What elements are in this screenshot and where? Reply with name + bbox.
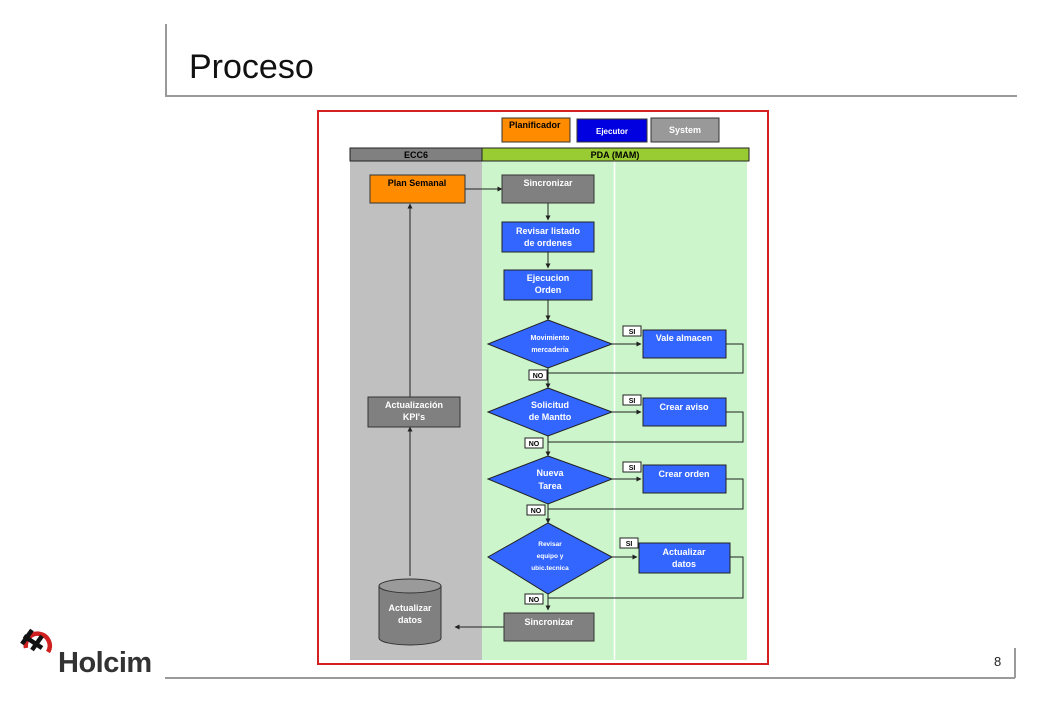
lane-header-pda-label: PDA (MAM) [591,150,640,160]
yes-tag-3-label: SI [629,465,636,472]
update-kpi-box [367,396,461,428]
decision-check-equipment-label-3: ubic.tecnica [531,565,569,572]
decision-check-equipment-label-1: Revisar [538,541,562,548]
holcim-logo-icon [20,628,52,654]
update-data-label-1: Actualizar [662,547,706,557]
no-tag-4-label: NO [529,597,540,604]
execute-order-box [503,269,593,301]
yes-tag-2 [622,394,642,406]
decision-maintenance-request [486,387,614,437]
decision-check-equipment [487,522,614,595]
crear-orden-label: Crear orden [658,469,709,479]
crear-orden-box [642,464,727,494]
decision-goods-movement-label-1: Movimiento [531,335,570,342]
legend-system [650,117,720,143]
update-data-label-2: datos [672,559,696,569]
update-data-box [638,542,731,574]
no-tag-2-label: NO [529,441,540,448]
legend-executor [576,118,648,143]
sync-top-box [501,174,595,204]
update-kpi-label-1: Actualización [385,400,443,410]
no-tag-4 [524,593,544,605]
database-cylinder [378,578,442,646]
review-orders-box [501,221,595,253]
execute-order-label-2: Orden [535,285,562,295]
sync-top-label: Sincronizar [523,178,573,188]
yes-tag-1-label: SI [629,329,636,336]
title-bar: Proceso [165,24,1017,97]
legend-executor-label: Ejecutor [596,127,628,136]
crear-aviso-box [642,397,727,427]
plan-semanal-label: Plan Semanal [388,178,447,188]
review-orders-label-2: de ordenes [524,238,572,248]
sync-bottom-label: Sincronizar [524,617,574,627]
flowchart-canvas: Planificador Ejecutor System ECC6 PDA (M… [349,117,750,660]
decision-new-task [486,455,614,505]
yes-tag-1 [622,325,642,337]
page-number: 8 [994,654,1002,669]
yes-tag-2-label: SI [629,398,636,405]
plan-semanal-box [369,174,466,204]
no-tag-3 [526,504,546,516]
decision-goods-movement [486,319,614,369]
database-label-2: datos [398,615,422,625]
legend-planner [501,117,571,143]
decision-maintenance-request-label-1: Solicitud [531,400,569,410]
process-diagram: Planificador Ejecutor System ECC6 PDA (M… [317,110,769,665]
footer-divider-vertical [1014,648,1016,678]
legend-planner-label: Planificador [509,120,561,130]
sync-bottom-box [503,612,595,642]
yes-tag-3 [622,461,642,473]
decision-maintenance-request-label-2: de Mantto [529,412,572,422]
no-tag-1 [528,369,548,381]
execute-order-label-1: Ejecucion [527,273,570,283]
legend-system-label: System [669,125,701,135]
decision-goods-movement-label-2: mercaderia [531,347,568,354]
yes-tag-4-label: SI [626,541,633,548]
decision-new-task-label-2: Tarea [538,481,562,491]
no-tag-1-label: NO [533,373,544,380]
decision-check-equipment-label-2: equipo y [537,553,564,560]
crear-aviso-label: Crear aviso [659,402,709,412]
title-divider-vertical [165,24,167,96]
no-tag-3-label: NO [531,508,542,515]
holcim-logo: Holcim [18,622,158,682]
lane-header-pda [481,147,750,162]
vale-almacen-label: Vale almacen [656,333,713,343]
update-kpi-label-2: KPI's [403,412,425,422]
footer-divider [165,677,1015,679]
lane-header-ecc6-label: ECC6 [404,150,428,160]
database-label-1: Actualizar [388,603,432,613]
review-orders-label-1: Revisar listado [516,226,581,236]
yes-tag-4 [619,537,639,549]
no-tag-2 [524,437,544,449]
vale-almacen-box [642,329,727,359]
connectors [407,186,744,630]
decision-new-task-label-1: Nueva [536,468,564,478]
holcim-logo-text: Holcim [58,647,152,679]
page-title: Proceso [189,48,314,86]
title-divider-horizontal [165,95,1017,97]
